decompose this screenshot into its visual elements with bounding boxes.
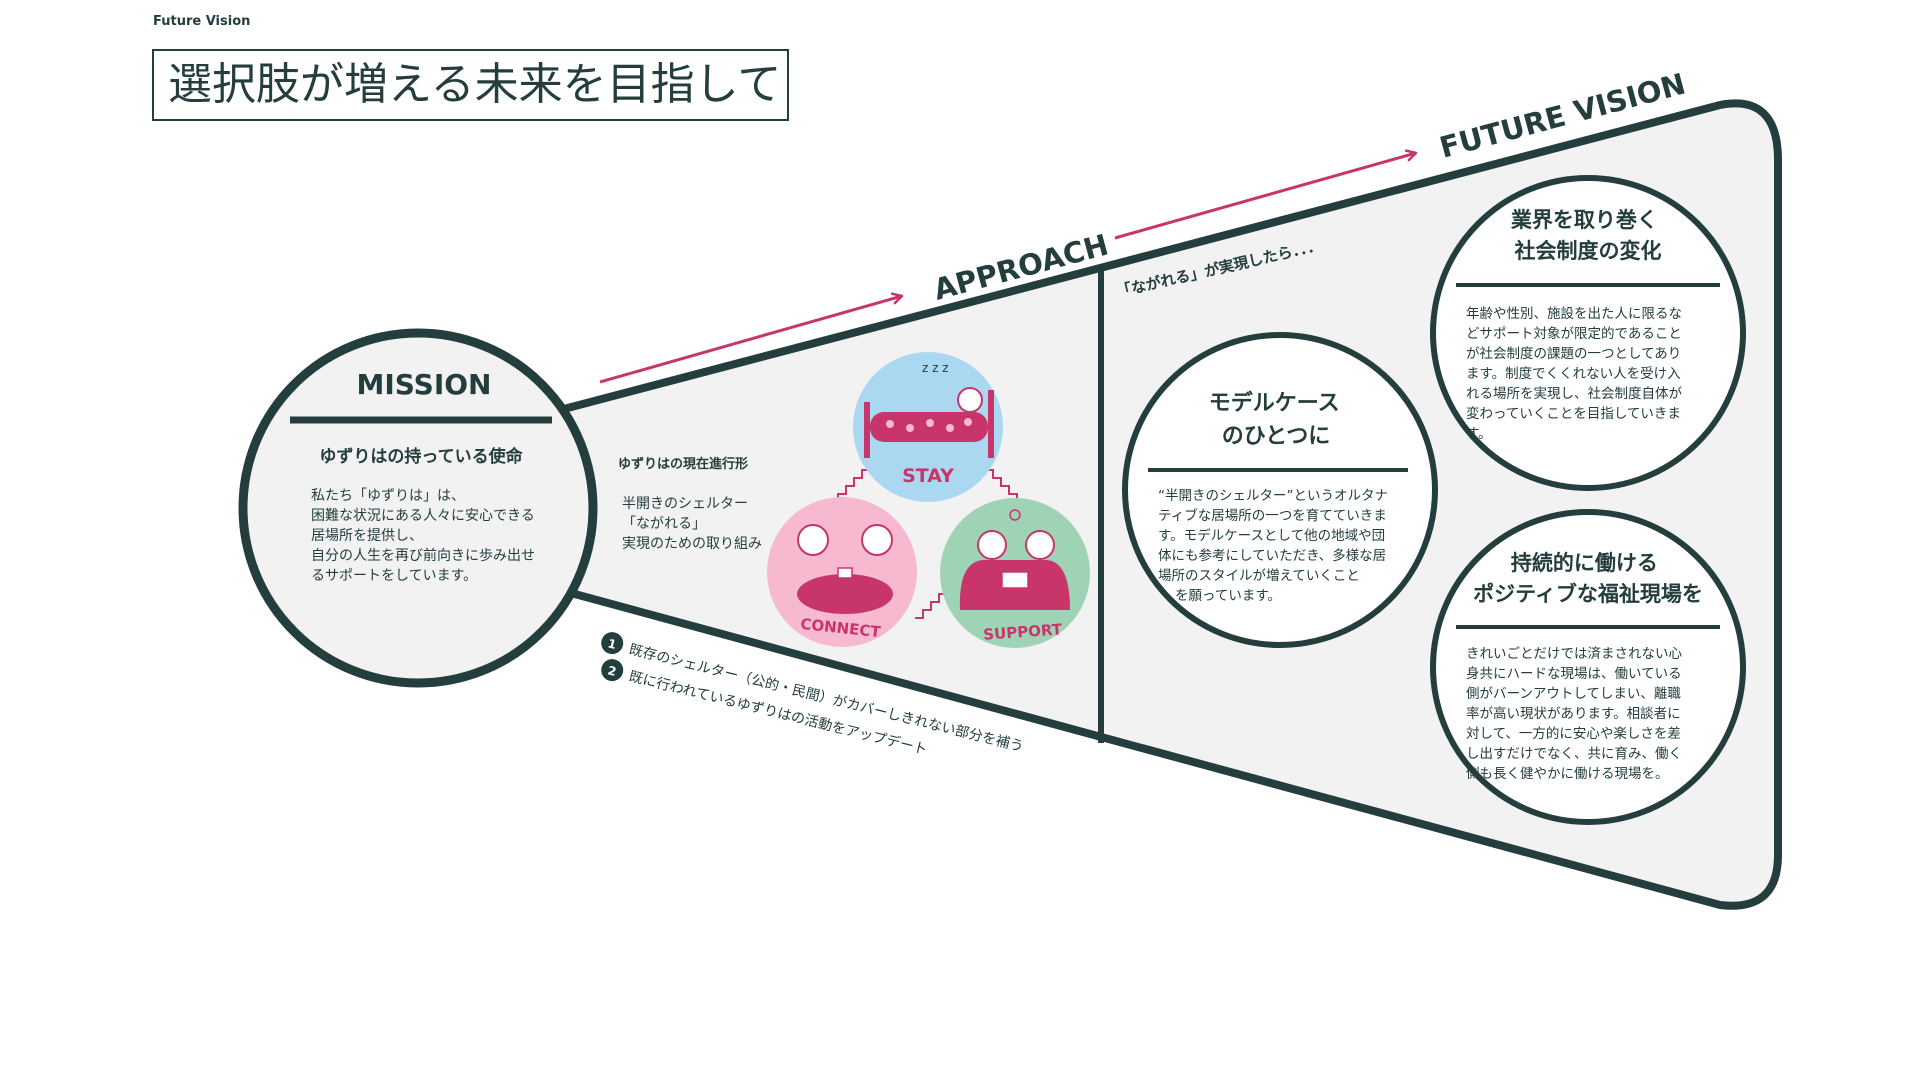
social-system-circle: 業界を取り巻く 社会制度の変化 年齢や性別、施設を出た人に限るな どサポート対象… <box>1430 175 1746 491</box>
people-at-table-icon <box>797 524 893 614</box>
workplace-title: 持続的に働ける ポジティブな福祉現場を <box>1473 551 1703 606</box>
mission-heading: MISSION <box>356 368 491 401</box>
page-title: 選択肢が増える未来を目指して <box>168 59 781 110</box>
approach-current-title: ゆずりはの現在進行形 <box>618 456 748 472</box>
connect-circle: CONNECT <box>767 497 917 647</box>
model-case-title: モデルケース のひとつに <box>1209 390 1348 449</box>
approach-current-body: 半開きのシェルター 「ながれる」 実現のための取り組み <box>622 496 762 552</box>
svg-text:z z z: z z z <box>922 361 949 375</box>
social-system-body: 年齢や性別、施設を出た人に限るな どサポート対象が限定的であること が社会制度の… <box>1466 306 1686 442</box>
workplace-circle: 持続的に働ける ポジティブな福祉現場を きれいごとだけでは済まされない心 身共に… <box>1430 509 1746 825</box>
sleeping-in-bed-icon: z z z <box>864 361 994 458</box>
svg-text:1: 1 <box>606 636 617 652</box>
model-case-circle: モデルケース のひとつに “半開きのシェルター”というオルタナ ティブな居場所の… <box>1122 332 1438 648</box>
svg-text:2: 2 <box>606 663 617 679</box>
people-reading-together-icon <box>959 509 1070 610</box>
approach-arrow <box>599 296 902 384</box>
note-2-badge <box>601 659 624 682</box>
stay-label: STAY <box>902 465 954 487</box>
social-system-title: 業界を取り巻く 社会制度の変化 <box>1511 208 1665 263</box>
workplace-body: きれいごとだけでは済まされない心 身共にハードな現場は、働いている 側がバーンア… <box>1466 646 1686 782</box>
support-label: SUPPORT <box>983 620 1064 644</box>
model-case-body: “半開きのシェルター”というオルタナ ティブな居場所の一つを育てていきま す。モ… <box>1158 488 1392 604</box>
future-arrow <box>1114 153 1416 240</box>
stay-support-connector <box>985 469 1018 502</box>
mission-body: 私たち「ゆずりは」は、 困難な状況にある人々に安心できる 居場所を提供し、 自分… <box>311 488 539 584</box>
header-label: Future Vision <box>153 14 250 29</box>
support-circle: SUPPORT <box>940 498 1090 648</box>
mission-subheading: ゆずりはの持っている使命 <box>319 446 523 467</box>
note-1-badge <box>601 632 624 655</box>
stay-circle: z z z STAY <box>853 352 1003 502</box>
title-box <box>152 49 789 121</box>
